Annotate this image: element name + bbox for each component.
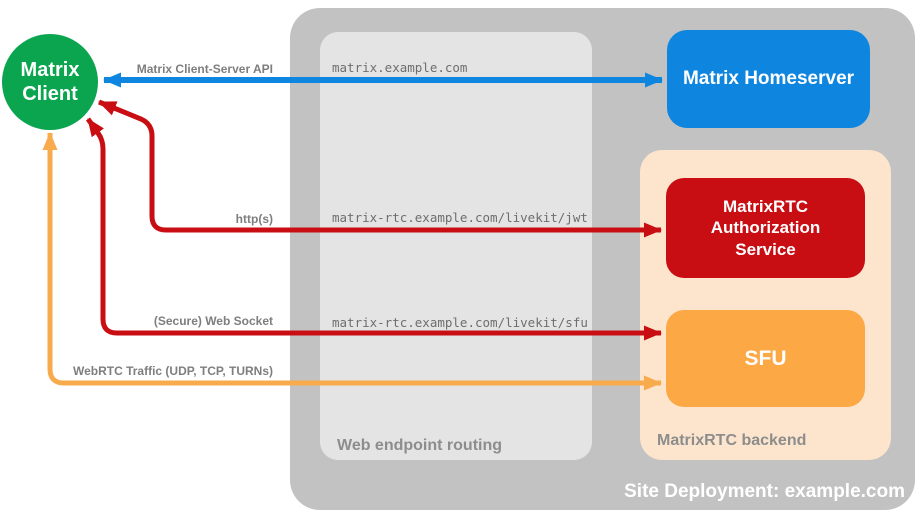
- endpoint-matrix-example-com: matrix.example.com: [332, 60, 468, 75]
- matrixrtc-backend-title: MatrixRTC backend: [657, 432, 807, 449]
- matrixrtc-authorization-service-node: MatrixRTC Authorization Service: [666, 178, 865, 278]
- web-endpoint-routing-title: Web endpoint routing: [337, 437, 503, 454]
- site-deployment-title: Site Deployment: example.com: [624, 481, 905, 502]
- matrix-homeserver-label: Matrix Homeserver: [682, 68, 855, 89]
- sfu-label: SFU: [744, 346, 787, 370]
- endpoint-livekit-sfu: matrix-rtc.example.com/livekit/sfu: [332, 315, 588, 330]
- endpoint-livekit-jwt: matrix-rtc.example.com/livekit/jwt: [332, 210, 588, 225]
- web-endpoint-routing-box: [320, 32, 592, 460]
- sfu-node: SFU: [666, 310, 865, 407]
- matrix-client-node: Matrix Client: [2, 34, 98, 130]
- matrixrtc-authorization-service-label: MatrixRTC Authorization Service: [710, 197, 821, 259]
- matrix-client-label: Matrix Client: [20, 59, 80, 105]
- matrix-homeserver-node: Matrix Homeserver: [667, 30, 870, 128]
- client-server-api-label: Matrix Client-Server API: [136, 62, 273, 76]
- webrtc-traffic-label: WebRTC Traffic (UDP, TCP, TURNs): [72, 364, 273, 378]
- https-label: http(s): [235, 212, 273, 226]
- web-socket-label: (Secure) Web Socket: [153, 314, 273, 328]
